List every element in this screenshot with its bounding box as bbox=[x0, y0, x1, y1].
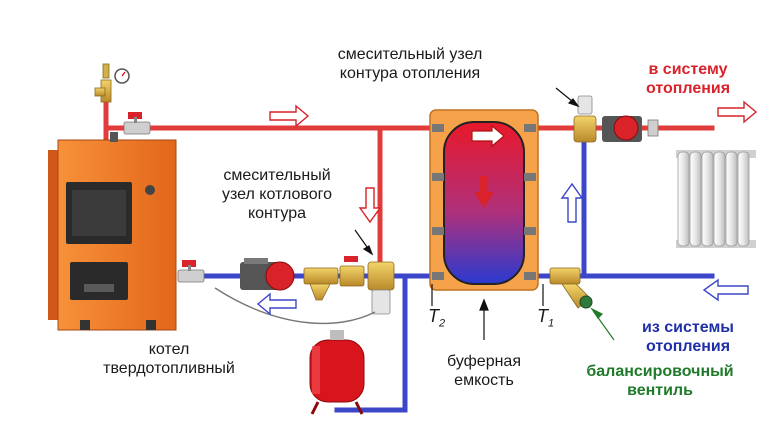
flow-arrow-to-system bbox=[717, 100, 758, 124]
boiler-lower-door bbox=[70, 262, 128, 300]
label-line: смесительный узел bbox=[337, 46, 483, 63]
t2-sub: 2 bbox=[439, 317, 446, 330]
label-heating-mixing-unit: смесительный узел контура отопления bbox=[316, 45, 504, 83]
radiator bbox=[676, 150, 756, 248]
balancing-pointer bbox=[590, 307, 615, 341]
label-balancing-valve: балансировочный вентиль bbox=[560, 362, 760, 400]
return-ball-valve bbox=[177, 260, 205, 283]
tank-flow-arrow-right bbox=[471, 124, 505, 148]
heating-circulation-pump bbox=[602, 115, 659, 142]
t1-main: T bbox=[537, 306, 548, 326]
heating-mixing-valve bbox=[573, 95, 597, 143]
flow-arrow-down-bypass bbox=[358, 187, 382, 224]
supply-ball-valve bbox=[123, 112, 151, 135]
label-line: отопления bbox=[645, 338, 731, 355]
label-line: контура bbox=[247, 205, 307, 222]
flow-arrow-right bbox=[269, 104, 310, 128]
flow-arrow-left-return bbox=[256, 292, 297, 316]
boiler-circulation-pump bbox=[240, 258, 295, 291]
supply-flow-arrows bbox=[269, 100, 758, 224]
label-t1: T1 bbox=[537, 307, 554, 334]
label-t2: T2 bbox=[428, 307, 445, 334]
flow-arrow-up bbox=[560, 182, 584, 223]
return-flow-arrows bbox=[256, 182, 749, 316]
label-boiler-mixing-unit: смесительный узел котлового контура bbox=[196, 166, 358, 223]
label-buffer-tank: буферная емкость bbox=[424, 352, 544, 390]
label-line: узел котлового bbox=[221, 186, 333, 203]
label-line: отопления bbox=[645, 80, 731, 97]
safety-group bbox=[94, 63, 130, 103]
label-from-system: из системы отопления bbox=[626, 318, 750, 356]
balancing-valve bbox=[549, 267, 593, 309]
t1-sub: 1 bbox=[548, 317, 555, 330]
label-line: балансировочный bbox=[586, 363, 734, 380]
tank-flow-arrow-down bbox=[474, 176, 494, 208]
pointer-lines bbox=[354, 87, 580, 340]
label-line: контура отопления bbox=[339, 65, 481, 82]
label-line: твердотопливный bbox=[103, 360, 235, 377]
label-boiler: котел твердотопливный bbox=[94, 340, 244, 378]
boiler-mixing-valve bbox=[339, 256, 395, 315]
strainer-filter bbox=[303, 267, 339, 301]
label-line: вентиль bbox=[627, 382, 693, 399]
capillary-line bbox=[214, 287, 376, 325]
boiler-thermometer bbox=[145, 185, 155, 195]
label-line: емкость bbox=[454, 372, 514, 389]
label-to-system: в систему отопления bbox=[626, 60, 750, 98]
label-line: в систему bbox=[648, 61, 728, 78]
expansion-tank bbox=[309, 330, 365, 415]
label-line: из системы bbox=[642, 319, 734, 336]
label-line: смесительный bbox=[223, 167, 331, 184]
t2-main: T bbox=[428, 306, 439, 326]
boiler bbox=[48, 132, 177, 331]
flow-arrow-from-system bbox=[702, 278, 749, 302]
label-line: буферная bbox=[447, 353, 521, 370]
label-line: котел bbox=[148, 341, 190, 358]
thermal-head bbox=[371, 289, 391, 315]
buffer-tank bbox=[429, 109, 539, 291]
